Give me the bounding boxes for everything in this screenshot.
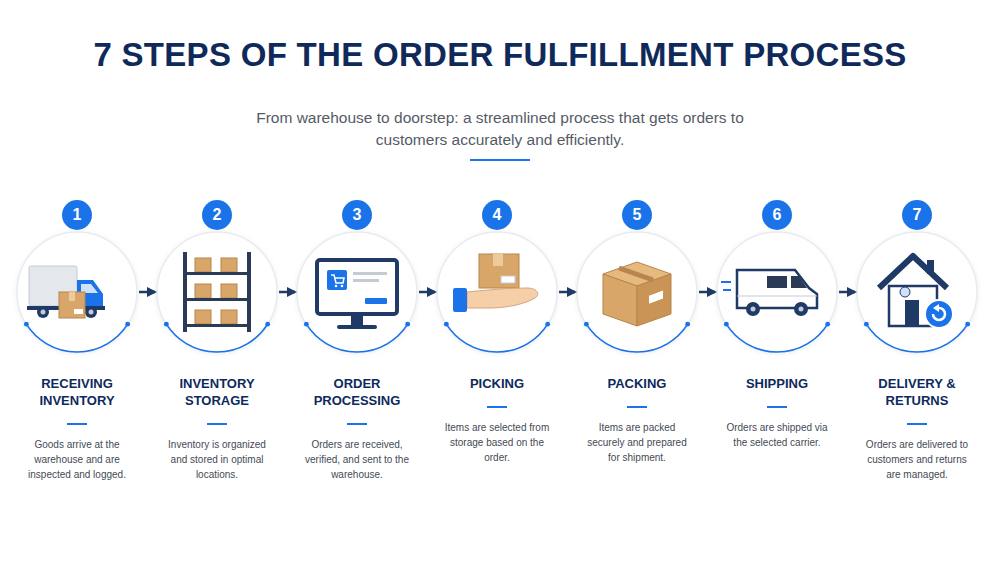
shelving-icon [183, 252, 251, 332]
step-column: 4PICKING Items are selected from storage … [437, 200, 557, 465]
page-subtitle: From warehouse to doorstep: a streamline… [250, 107, 750, 151]
heading-rule [347, 423, 367, 425]
flow-arrow [559, 291, 575, 294]
picking-icon [453, 254, 538, 312]
step-ring [857, 232, 977, 352]
flow-arrow [279, 291, 295, 294]
step-rings [17, 232, 977, 352]
step-heading: PICKING [437, 375, 557, 392]
computer-icon [317, 260, 397, 329]
step-description: Inventory is organized and stored in opt… [161, 437, 273, 482]
step-number: 1 [62, 200, 92, 230]
flow-arrow [419, 291, 435, 294]
step-description: Orders are received, verified, and sent … [301, 437, 413, 482]
heading-rule [907, 423, 927, 425]
header-rule [470, 159, 530, 161]
step-ring [717, 232, 837, 352]
flow-arrow [839, 291, 855, 294]
step-ring [437, 232, 557, 352]
step-heading: RECEIVING INVENTORY [17, 375, 137, 409]
step-column: 7DELIVERY & RETURNS Orders are delivered … [857, 200, 977, 482]
step-heading: ORDER PROCESSING [297, 375, 417, 409]
heading-rule [67, 423, 87, 425]
house-icon [879, 256, 953, 328]
heading-rule [627, 406, 647, 408]
flow-arrow [699, 291, 715, 294]
step-description: Items are packed securely and prepared f… [581, 420, 693, 465]
step-number: 6 [762, 200, 792, 230]
step-description: Orders are delivered to customers and re… [861, 437, 973, 482]
heading-rule [767, 406, 787, 408]
step-column: 6SHIPPING Orders are shipped via the sele… [717, 200, 837, 450]
step-number: 2 [202, 200, 232, 230]
van-icon [721, 270, 817, 316]
page-title: 7 STEPS OF THE ORDER FULFILLMENT PROCESS [0, 36, 1000, 74]
step-ring [17, 232, 137, 352]
step-heading: INVENTORY STORAGE [157, 375, 277, 409]
step-heading: SHIPPING [717, 375, 837, 392]
step-number: 5 [622, 200, 652, 230]
heading-rule [487, 406, 507, 408]
step-column: 3ORDER PROCESSING Orders are received, ve… [297, 200, 417, 482]
step-number: 7 [902, 200, 932, 230]
step-column: 5PACKING Items are packed securely and pr… [577, 200, 697, 465]
heading-rule [207, 423, 227, 425]
step-ring [297, 232, 417, 352]
step-description: Items are selected from storage based on… [441, 420, 553, 465]
step-description: Goods arrive at the warehouse and are in… [21, 437, 133, 482]
step-number: 3 [342, 200, 372, 230]
step-column: 1RECEIVING INVENTORY Goods arrive at the … [17, 200, 137, 482]
step-description: Orders are shipped via the selected carr… [721, 420, 833, 450]
package-icon [603, 262, 671, 326]
truck-icon [27, 266, 105, 318]
step-number: 4 [482, 200, 512, 230]
step-ring [157, 232, 277, 352]
step-column: 2INVENTORY STORAGE Inventory is organized… [157, 200, 277, 482]
step-heading: PACKING [577, 375, 697, 392]
step-heading: DELIVERY & RETURNS [857, 375, 977, 409]
step-ring [577, 232, 697, 352]
flow-arrow [139, 291, 155, 294]
